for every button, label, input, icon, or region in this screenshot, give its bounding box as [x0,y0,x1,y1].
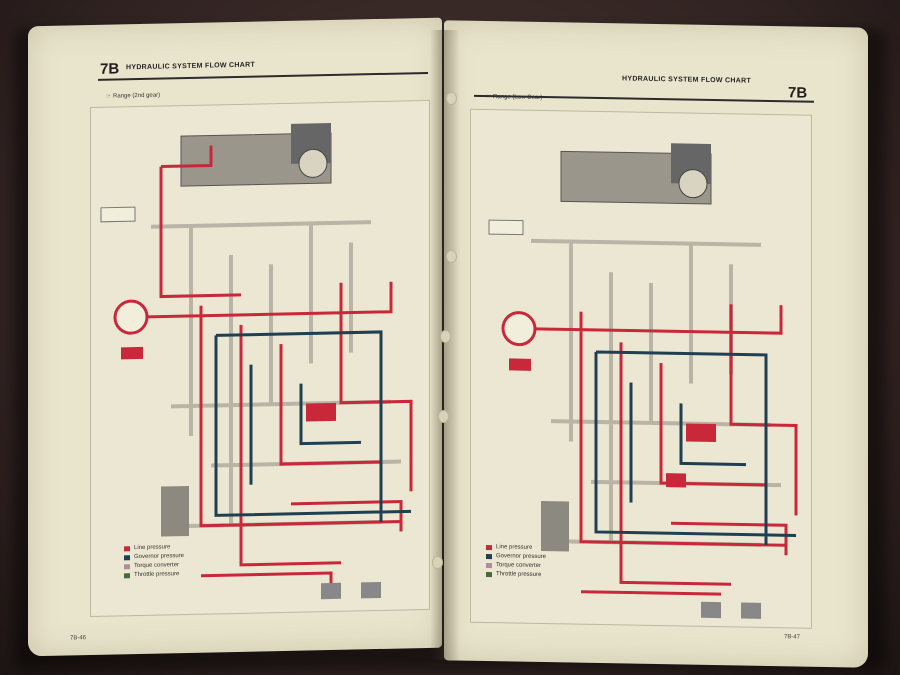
left-valve-gray [161,485,189,537]
left-legend: Line pressure Governor pressure Torque c… [124,543,184,580]
binder-hole [438,410,449,423]
right-chapter-number: 7B [788,84,808,102]
left-header-rule [98,71,428,81]
right-legend: Line pressure Governor pressure Torque c… [486,543,546,580]
left-legend-swatch [124,564,130,570]
left-chapter-number: 7B [100,60,120,78]
left-converter-circle [298,148,328,178]
left-range-icon: ☞ [106,93,114,100]
left-valve-red [306,402,336,422]
left-governor-paths [214,330,411,522]
right-range-text: Range (Low Gear) [493,94,543,102]
right-legend-swatch [486,572,492,578]
left-pump-circle [113,299,149,335]
right-valve-bottom-2 [741,602,761,619]
right-valve-bottom-1 [701,601,721,619]
right-hydraulic-diagram [470,108,812,629]
left-page-number: 7B-46 [70,635,87,642]
right-page-number: 7B-47 [784,634,801,641]
right-converter-circle [678,169,708,199]
binder-hole [432,556,443,569]
binder-hole [446,92,457,105]
left-hydraulic-diagram [90,99,430,618]
right-legend-swatch [486,563,492,569]
right-diagram-svg [488,143,798,619]
left-valve-bottom-1 [321,582,341,600]
left-range-label: ☞ Range (2nd gear) [106,92,160,100]
right-governor-paths [594,350,796,545]
left-legend-swatch [124,555,130,561]
binder-hole [446,250,457,263]
right-label-box [488,219,524,236]
left-gray-lines [151,220,401,529]
right-page-title: HYDRAULIC SYSTEM FLOW CHART [622,75,752,85]
right-pump-circle [501,311,537,347]
left-legend-swatch [124,546,130,552]
binder-hole [440,330,451,343]
left-valve-bottom-2 [361,581,381,599]
left-line-pressure-paths [147,145,413,584]
right-valve-red [686,423,716,443]
right-page: HYDRAULIC SYSTEM FLOW CHART 7B ☞ Range (… [444,20,868,668]
right-legend-swatch [486,545,492,551]
left-label-box [100,206,136,223]
left-diagram-svg [100,122,413,600]
right-legend-swatch [486,554,492,560]
right-legend-label: Throttle pressure [496,571,542,578]
left-pump-block [121,346,143,360]
right-gray-lines [531,238,781,547]
left-legend-label: Throttle pressure [134,571,180,579]
left-page-title: HYDRAULIC SYSTEM FLOW CHART [126,61,256,72]
left-legend-swatch [124,573,130,579]
right-line-pressure-paths [535,304,798,596]
left-page: 7B HYDRAULIC SYSTEM FLOW CHART ☞ Range (… [28,17,442,657]
right-pump-block [509,358,531,371]
right-valve-gray [541,500,569,552]
right-legend-row: Throttle pressure [486,570,546,580]
left-range-text: Range (2nd gear) [113,92,161,100]
left-legend-row: Throttle pressure [124,570,184,580]
right-valve-red-2 [666,473,686,488]
book-spine [430,30,460,660]
right-range-label: ☞ Range (Low Gear) [486,93,542,101]
right-range-icon: ☞ [486,94,494,101]
